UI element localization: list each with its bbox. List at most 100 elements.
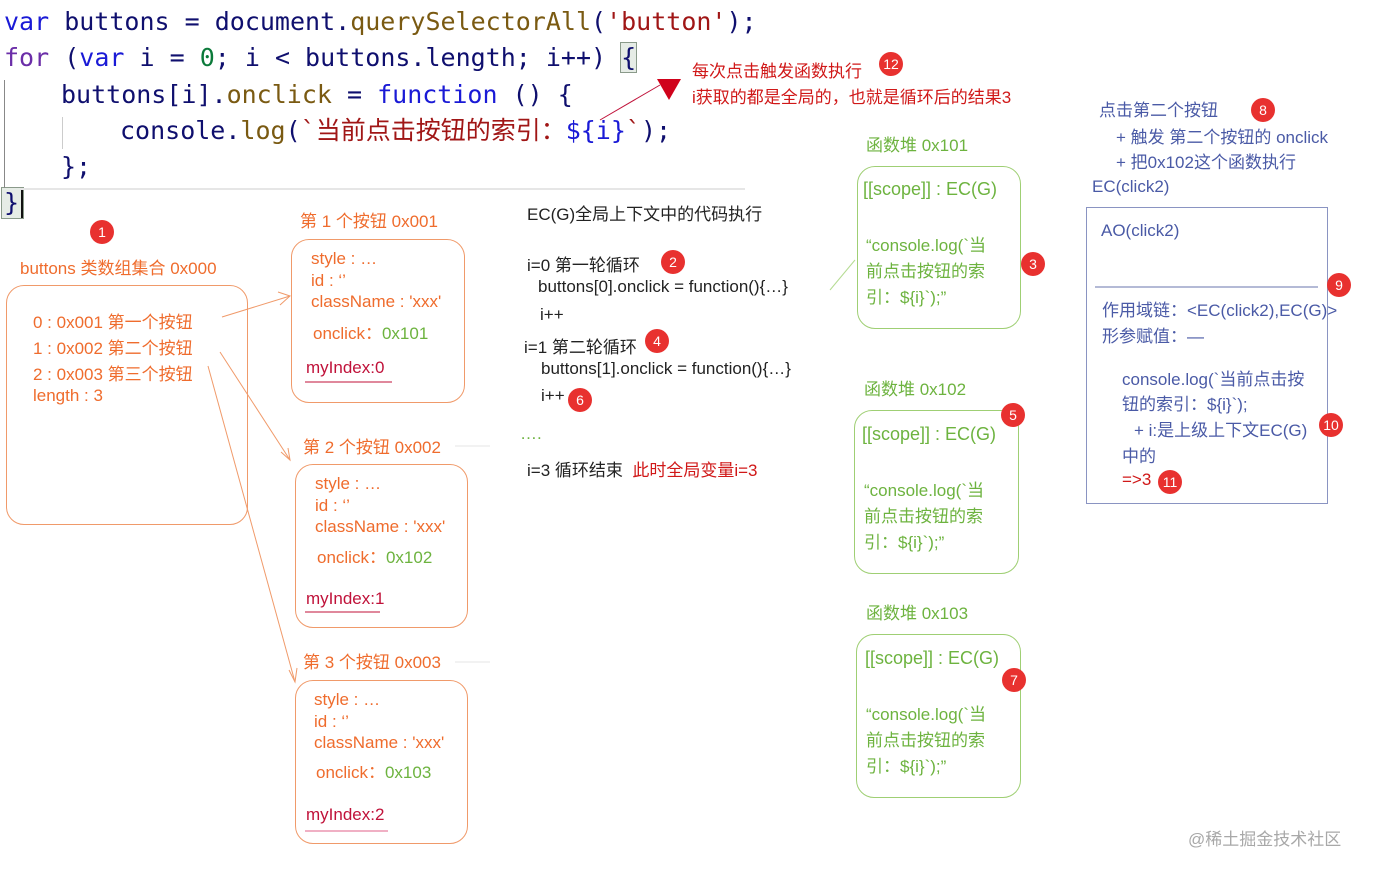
- prop-id: id : ‘’: [315, 496, 350, 515]
- click-sub-1: + 触发 第二个按钮的 onclick: [1116, 128, 1329, 147]
- exec-line-end: i=3 循环结束 此时全局变量i=3: [527, 461, 758, 480]
- params: 形参赋值：—: [1102, 327, 1204, 346]
- prop-style: style : …: [314, 690, 381, 709]
- step-badge-7: 7: [1002, 668, 1026, 692]
- code-line-2: for (var i = 0; i < buttons.length; i++)…: [4, 42, 638, 73]
- function-heap-title: 函数堆 0x102: [864, 380, 967, 399]
- function-heap-box: [[scope]] : EC(G) “console.log(`当 前点击按钮的…: [857, 166, 1021, 329]
- step-badge-1: 1: [90, 220, 114, 244]
- exec-line: i++: [541, 386, 565, 405]
- prop-onclick: onclick：0x101: [313, 324, 429, 343]
- arrow-to-button-2: [219, 351, 291, 461]
- click-sub-2: + 把0x102这个函数执行: [1116, 153, 1296, 172]
- heap-body: “console.log(`当: [866, 236, 986, 255]
- collection-item: 1 : 0x002 第二个按钮: [33, 339, 193, 358]
- collection-item: 0 : 0x001 第一个按钮: [33, 313, 193, 332]
- collection-item: length : 3: [33, 386, 103, 405]
- i-note: 中的: [1122, 447, 1156, 466]
- annotation-pointer-line: [599, 84, 661, 121]
- heap-body: 前点击按钮的索: [866, 731, 985, 750]
- ec-click2-box: AO(click2) 作用域链：<EC(click2),EC(G)> 形参赋值：…: [1086, 207, 1337, 504]
- code-line-6: }: [0, 187, 25, 219]
- step-badge-4: 4: [645, 329, 669, 353]
- prop-myindex: myIndex:0: [306, 358, 385, 377]
- annotation-arrowhead-icon: [657, 79, 681, 100]
- exec-line: buttons[0].onclick = function(){…}: [538, 277, 788, 296]
- prop-classname: className : 'xxx': [314, 733, 445, 752]
- step-badge-5: 5: [1001, 403, 1025, 427]
- ec-label: EC(click2): [1092, 177, 1170, 196]
- step-badge-11: 11: [1158, 470, 1182, 494]
- log-line: 钮的索引：${i}`);: [1122, 395, 1248, 414]
- button-object-title: 第 3 个按钮 0x003: [303, 653, 441, 672]
- global-exec-title: EC(G)全局上下文中的代码执行: [527, 205, 763, 224]
- heap-body: 前点击按钮的索: [864, 507, 983, 526]
- heap-scope: [[scope]] : EC(G): [862, 424, 997, 444]
- code-line-3: buttons[i].onclick = function () {: [61, 80, 573, 109]
- scope-chain: 作用域链：<EC(click2),EC(G)>: [1102, 301, 1338, 320]
- collection-item: 2 : 0x003 第三个按钮: [33, 365, 193, 384]
- exec-line: buttons[1].onclick = function(){…}: [541, 359, 791, 378]
- step-badge-12: 12: [879, 52, 903, 76]
- prop-myindex: myIndex:1: [306, 589, 385, 608]
- prop-myindex: myIndex:2: [306, 805, 385, 824]
- step-badge-6: 6: [568, 388, 592, 412]
- prop-classname: className : 'xxx': [315, 517, 446, 536]
- exec-ellipsis: ….: [520, 424, 542, 443]
- heap-body: 引：${i}`);”: [866, 288, 947, 307]
- arrowhead-icon: [277, 291, 291, 306]
- step-badge-2: 2: [661, 250, 685, 274]
- arrowhead-icon: [280, 447, 291, 462]
- button-object-title: 第 1 个按钮 0x001: [300, 212, 438, 231]
- buttons-collection-box: 0 : 0x001 第一个按钮 1 : 0x002 第二个按钮 2 : 0x00…: [6, 285, 248, 525]
- prop-onclick: onclick：0x103: [316, 763, 432, 782]
- button-object-box: style : … id : ‘’ className : 'xxx' oncl…: [291, 239, 465, 403]
- prop-id: id : ‘’: [314, 712, 349, 731]
- step-badge-10: 10: [1319, 413, 1343, 437]
- heap-scope: [[scope]] : EC(G): [863, 179, 998, 199]
- step-badge-3: 3: [1021, 252, 1045, 276]
- arrow-to-button-1: [221, 295, 291, 318]
- i-note: + i:是上级上下文EC(G): [1134, 421, 1308, 440]
- indent-guide: [4, 80, 5, 188]
- annotation-line-2: i获取的都是全局的，也就是循环后的结果3: [692, 88, 1012, 107]
- code-line-1: var buttons = document.querySelectorAll(…: [4, 7, 757, 36]
- prop-style: style : …: [311, 249, 378, 268]
- buttons-collection-title: buttons 类数组集合 0x000: [20, 259, 217, 278]
- prop-id: id : ‘’: [311, 271, 346, 290]
- arrowhead-icon: [288, 667, 298, 684]
- exec-line: i=1 第二轮循环: [524, 338, 637, 357]
- button-object-box: style : … id : ‘’ className : 'xxx' oncl…: [295, 680, 468, 844]
- prop-onclick: onclick：0x102: [317, 548, 433, 567]
- heap-body: “console.log(`当: [866, 705, 986, 724]
- function-heap-box: [[scope]] : EC(G) “console.log(`当 前点击按钮的…: [854, 410, 1019, 574]
- code-line-4: console.log(`当前点击按钮的索引：${i}`);: [120, 116, 672, 145]
- prop-classname: className : 'xxx': [311, 292, 442, 311]
- button-object-title: 第 2 个按钮 0x002: [303, 438, 441, 457]
- code-divider: [20, 188, 745, 190]
- step-badge-9: 9: [1327, 273, 1351, 297]
- step-badge-8: 8: [1251, 98, 1275, 122]
- watermark: @稀土掘金技术社区: [1188, 830, 1342, 849]
- button-object-box: style : … id : ‘’ className : 'xxx' oncl…: [295, 464, 468, 628]
- function-heap-box: [[scope]] : EC(G) “console.log(`当 前点击按钮的…: [856, 634, 1021, 798]
- arrow-to-heap: [829, 259, 856, 291]
- function-heap-title: 函数堆 0x103: [866, 604, 969, 623]
- indent-guide: [62, 117, 63, 149]
- heap-body: 引：${i}`);”: [864, 533, 945, 552]
- heap-body: 前点击按钮的索: [866, 262, 985, 281]
- click-heading: 点击第二个按钮: [1099, 101, 1218, 120]
- heap-body: “console.log(`当: [864, 481, 984, 500]
- heap-body: 引：${i}`);”: [866, 757, 947, 776]
- log-line: console.log(`当前点击按: [1122, 370, 1305, 389]
- annotation-line-1: 每次点击触发函数执行: [692, 62, 862, 81]
- arrow-to-button-3: [207, 365, 296, 683]
- prop-style: style : …: [315, 474, 382, 493]
- exec-line: i=0 第一轮循环: [527, 256, 640, 275]
- heap-scope: [[scope]] : EC(G): [865, 648, 1000, 668]
- function-heap-title: 函数堆 0x101: [866, 136, 969, 155]
- result-value: =>3: [1122, 470, 1152, 489]
- exec-line: i++: [540, 305, 564, 324]
- code-line-5: };: [61, 152, 92, 181]
